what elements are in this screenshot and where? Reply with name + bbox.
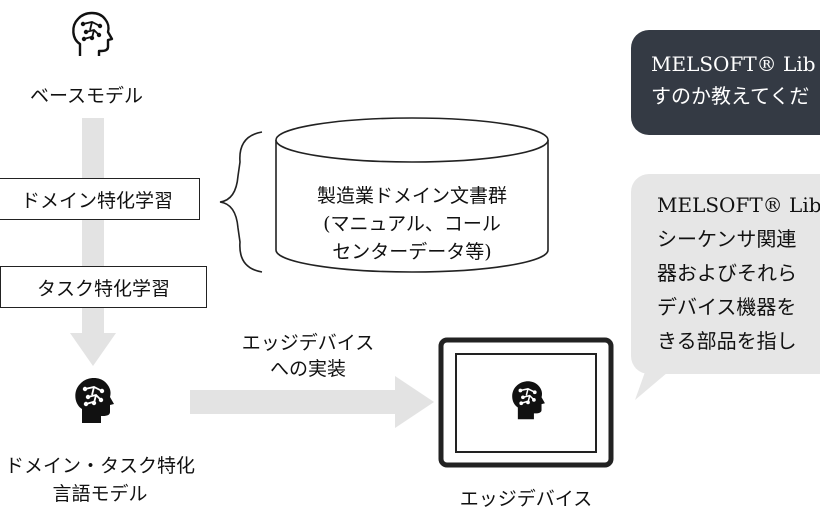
brain-head-solid-icon — [512, 381, 545, 420]
final-model-label: ドメイン・タスク特化 言語モデル — [0, 452, 214, 508]
answer-bubble: MELSOFT® Lib シーケンサ関連 器およびそれら デバイス機器を きる部… — [631, 174, 820, 374]
curly-brace — [219, 131, 263, 273]
document-db-line1: 製造業ドメイン文書群 — [316, 185, 507, 207]
domain-training-label: ドメイン特化学習 — [20, 189, 173, 212]
brain-head-outline-icon — [72, 11, 114, 56]
vertical-flow-arrow — [70, 118, 116, 366]
deploy-arrow-label: エッジデバイス への実装 — [200, 330, 416, 382]
domain-training-box: ドメイン特化学習 — [0, 178, 200, 220]
question-line2: すのか教えてくだ — [651, 84, 810, 108]
task-training-label: タスク特化学習 — [36, 277, 170, 300]
answer-line4: デバイス機器を — [657, 295, 797, 319]
task-training-box: タスク特化学習 — [0, 266, 207, 308]
final-model-line1: ドメイン・タスク特化 — [4, 455, 195, 477]
document-db-line2: (マニュアル、コール — [323, 213, 501, 235]
edge-device-label: エッジデバイス — [459, 488, 593, 510]
answer-line3: 器およびそれら — [657, 261, 797, 285]
document-db-line3: センターデータ等) — [332, 241, 492, 263]
question-line1: MELSOFT® Lib — [651, 52, 816, 76]
deploy-arrow-line2: への実装 — [269, 358, 346, 380]
deploy-arrow-line1: エッジデバイス — [241, 332, 375, 354]
document-db-cylinder — [275, 117, 549, 273]
answer-line1: MELSOFT® Lib — [657, 193, 820, 217]
deploy-arrow — [190, 376, 434, 428]
question-bubble: MELSOFT® Lib すのか教えてくだ — [631, 30, 820, 135]
answer-line2: シーケンサ関連 — [657, 227, 797, 251]
document-db-label: 製造業ドメイン文書群 (マニュアル、コール センターデータ等) — [276, 182, 548, 266]
final-model-line2: 言語モデル — [52, 483, 148, 505]
base-model-label: ベースモデル — [30, 85, 144, 107]
answer-line5: きる部品を指し — [657, 329, 797, 353]
brain-head-solid-icon — [75, 378, 114, 423]
